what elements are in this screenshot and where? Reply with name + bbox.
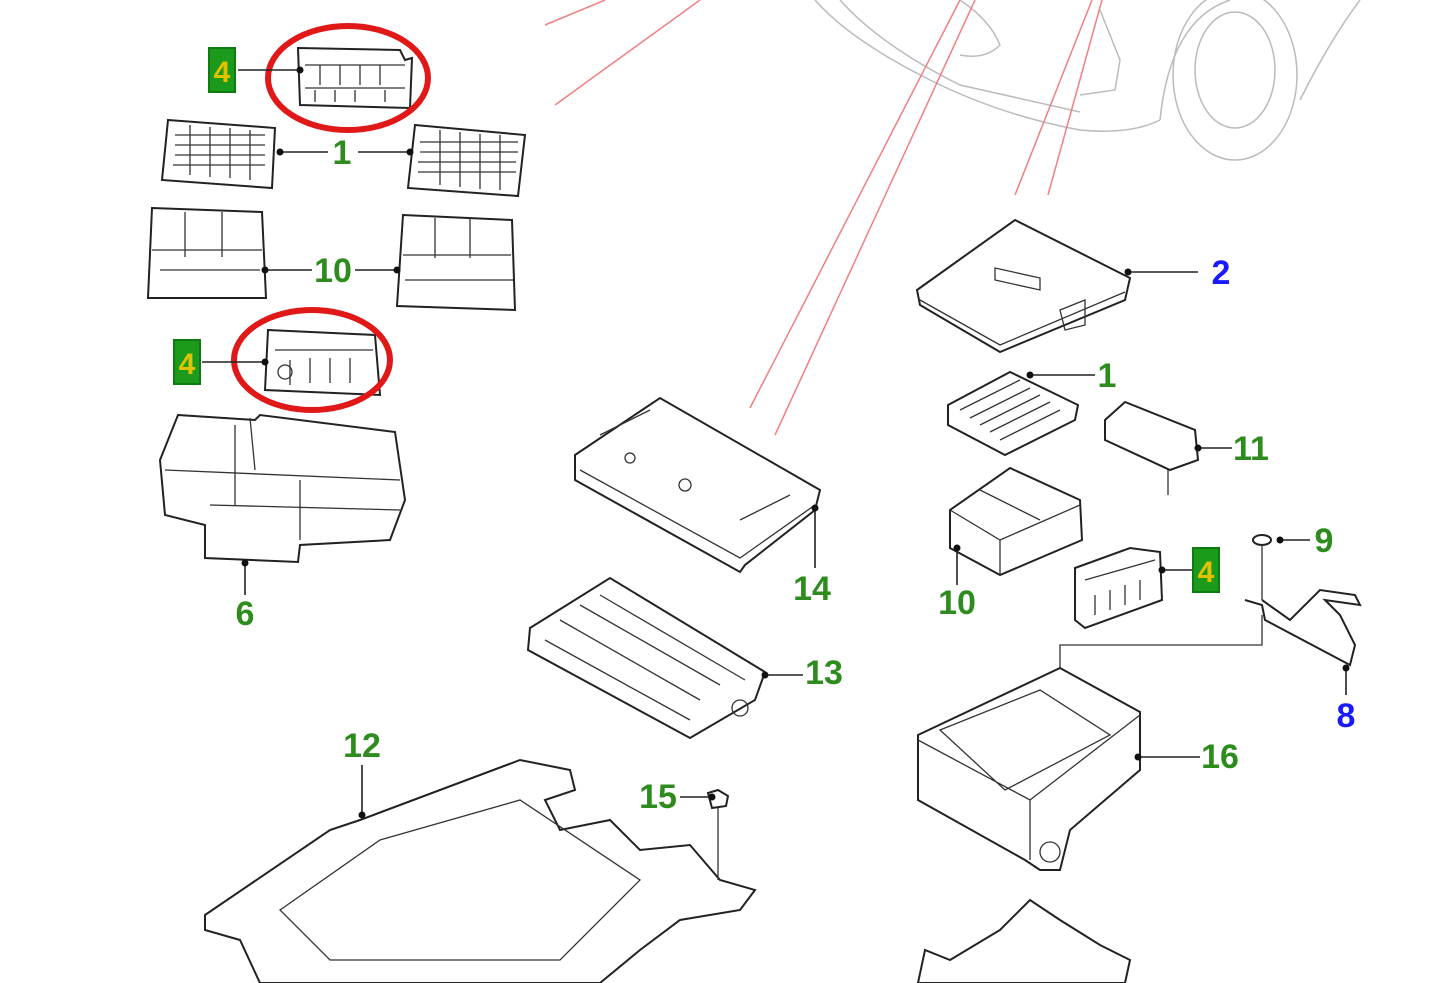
lower-cover (916, 898, 1132, 983)
callout-16[interactable]: 16 (1201, 738, 1239, 776)
fuse-carrier (526, 576, 767, 740)
relay-left-2 (395, 213, 517, 312)
callout-4-box-top (208, 47, 236, 93)
callout-2[interactable]: 2 (1212, 254, 1231, 292)
relay-left (146, 206, 268, 299)
relay-block-right (1074, 546, 1164, 630)
callout-9[interactable]: 9 (1315, 522, 1334, 560)
callout-10-left[interactable]: 10 (314, 252, 352, 290)
highlight-circle-top (265, 23, 431, 133)
relay-right (949, 466, 1084, 577)
fuse-block-right (947, 370, 1080, 457)
leader-lines (202, 66, 1350, 819)
callout-4-box-right (1192, 547, 1220, 593)
callout-8[interactable]: 8 (1337, 697, 1356, 735)
relay-11 (1104, 400, 1200, 495)
callout-11[interactable]: 11 (1233, 430, 1269, 468)
control-module-cover (574, 396, 822, 574)
fuse-box-housing-lower (158, 413, 407, 564)
callout-4-right[interactable]: 4 (1198, 556, 1215, 589)
callout-14[interactable]: 14 (793, 570, 831, 608)
bracket-8 (1059, 588, 1362, 670)
relay-block-mid (263, 328, 382, 397)
callout-4-mid[interactable]: 4 (179, 348, 196, 381)
callout-13[interactable]: 13 (805, 654, 843, 692)
callout-4-top[interactable]: 4 (214, 56, 231, 89)
reference-lines (544, 0, 1103, 436)
vehicle-outline (814, 0, 1361, 161)
highlight-circle-mid (231, 307, 393, 413)
nut-15 (706, 788, 730, 880)
callout-15[interactable]: 15 (639, 778, 677, 816)
fuse-box-main (917, 666, 1141, 871)
callout-12[interactable]: 12 (343, 727, 381, 765)
relay-block-top (296, 46, 414, 110)
callout-10-right[interactable]: 10 (938, 584, 976, 622)
screw-9 (1252, 534, 1272, 600)
callout-4-box-mid (173, 339, 201, 385)
fuse-block-left-2 (406, 123, 527, 198)
callout-1-left[interactable]: 1 (333, 134, 352, 172)
callout-6[interactable]: 6 (236, 595, 255, 633)
fuse-box-cover (915, 218, 1132, 354)
mounting-bracket (204, 758, 757, 983)
callout-1-right[interactable]: 1 (1098, 357, 1117, 395)
fuse-block-left (160, 118, 277, 190)
